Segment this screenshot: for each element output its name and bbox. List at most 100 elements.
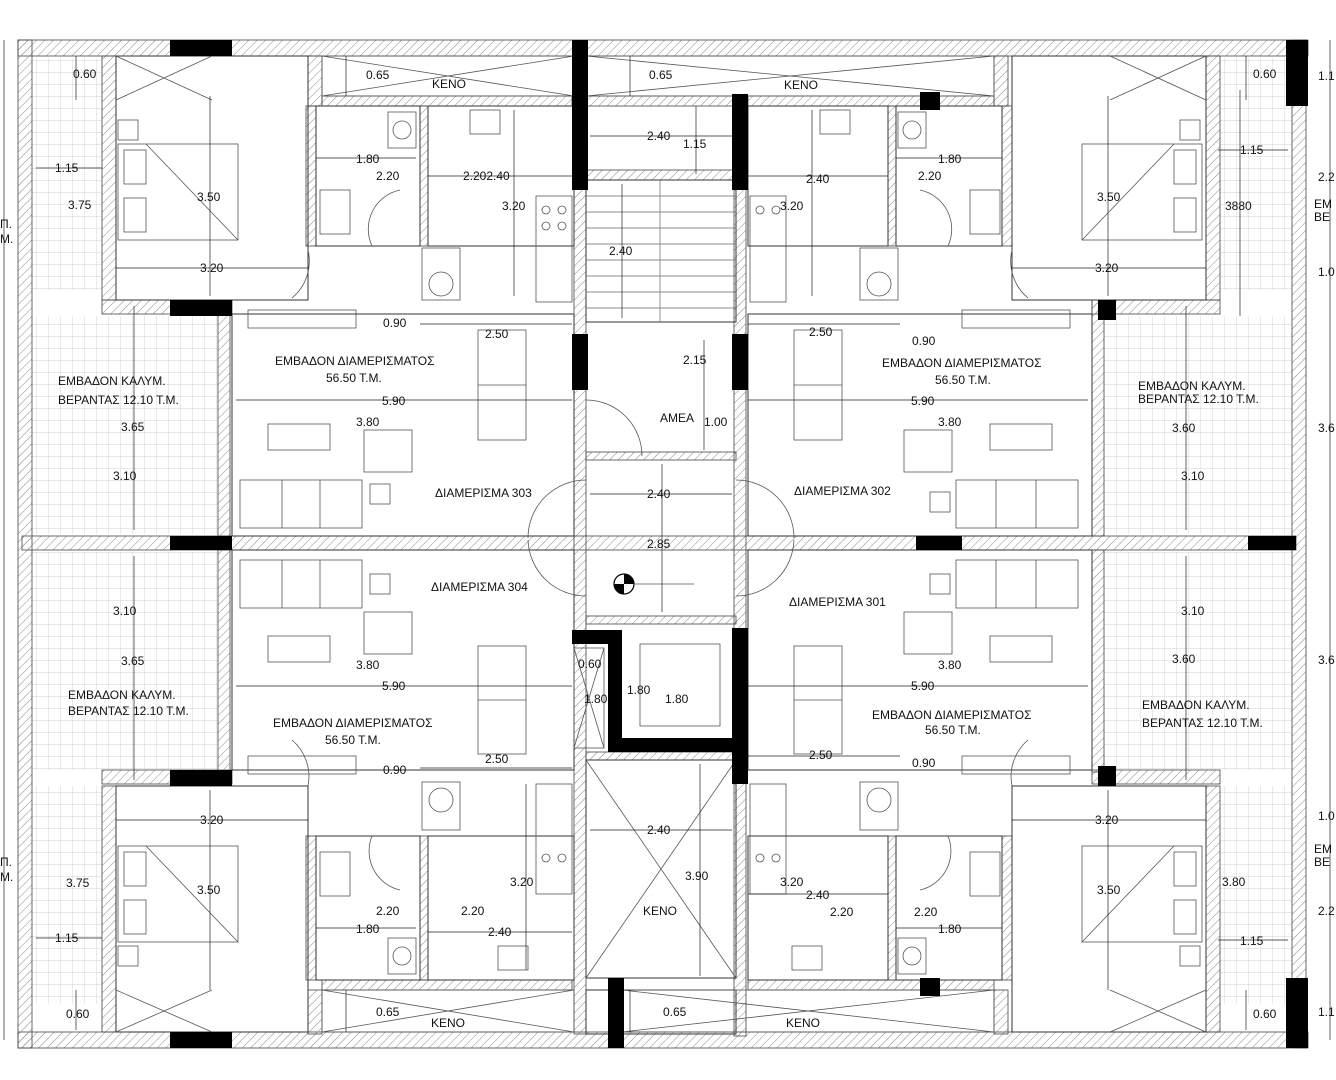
area-value-302: 56.50 Τ.Μ.	[935, 373, 991, 387]
dim: 3.20	[200, 813, 224, 827]
dim: 0.65	[663, 1005, 687, 1019]
dim: 2.20	[376, 169, 400, 183]
dim: 2.40	[609, 244, 633, 258]
dim: 3.20	[780, 875, 804, 889]
dim: 2.40	[647, 823, 671, 837]
area-label-301: ΕΜΒΑΔΟΝ ΔΙΑΜΕΡΙΣΜΑΤΟΣ	[872, 708, 1032, 722]
label-apt-304: ΔΙΑΜΕΡΙΣΜΑ 304	[431, 580, 528, 594]
dim: 3.10	[1181, 469, 1205, 483]
dim: 1.80	[584, 692, 608, 706]
dim: 0.65	[376, 1005, 400, 1019]
dim: 0.60	[578, 657, 602, 671]
dim: 2.20	[830, 905, 854, 919]
dim: 0.60	[66, 1007, 90, 1021]
dim: 1.80	[938, 922, 962, 936]
dimension-values: 0.60 1.15 3.75 3.50 3.20 0.65 1.80 2.20 …	[55, 67, 1335, 1021]
dim: 1.15	[55, 931, 79, 945]
dim: 3.20	[1095, 813, 1119, 827]
dim: 5.90	[382, 394, 406, 408]
dim: 1.15	[1240, 143, 1264, 157]
area-value-304: 56.50 Τ.Μ.	[325, 733, 381, 747]
cut-left-bot-2: Μ.	[0, 870, 13, 884]
dim: 2.50	[809, 325, 833, 339]
living-furniture	[239, 309, 1079, 775]
dim: 1.15	[55, 161, 79, 175]
label-apt-301: ΔΙΑΜΕΡΙΣΜΑ 301	[789, 595, 886, 609]
dim: 3.6	[1318, 653, 1335, 667]
dim: 3.80	[938, 415, 962, 429]
label-apt-303: ΔΙΑΜΕΡΙΣΜΑ 303	[435, 486, 532, 500]
void-nw: ΚΕΝΟ	[432, 77, 466, 91]
cut-left-top-1: Π.	[0, 217, 12, 231]
dim: 1.15	[1240, 934, 1264, 948]
dim: 2.15	[683, 353, 707, 367]
dim: 3.80	[938, 658, 962, 672]
dim: 2.20	[461, 904, 485, 918]
veranda-value-se: ΒΕΡΑΝΤΑΣ 12.10 Τ.Μ.	[1142, 716, 1263, 730]
dim: 2.50	[485, 327, 509, 341]
dim: 2.50	[809, 748, 833, 762]
dim: 3.10	[1181, 604, 1205, 618]
veranda-value-ne: ΒΕΡΑΝΤΑΣ 12.10 Τ.Μ.	[1138, 392, 1259, 406]
dim: 3.6	[1318, 421, 1335, 435]
area-label-304: ΕΜΒΑΔΟΝ ΔΙΑΜΕΡΙΣΜΑΤΟΣ	[273, 716, 433, 730]
structural-columns	[170, 40, 1308, 1048]
area-value-303: 56.50 Τ.Μ.	[326, 371, 382, 385]
dim: 3.65	[121, 654, 145, 668]
cut-left-top-2: Μ.	[0, 232, 13, 246]
label-apt-302: ΔΙΑΜΕΡΙΣΜΑ 302	[794, 484, 891, 498]
dim: 3.80	[1222, 875, 1246, 889]
cut-right-bot-2: ΒΕ	[1314, 855, 1330, 869]
dim: 1.00	[704, 415, 728, 429]
dim: 1.0	[1318, 809, 1335, 823]
cut-right-top-2: ΒΕ	[1314, 210, 1330, 224]
bedroom-furniture	[117, 119, 1203, 967]
dim: 2.20	[914, 905, 938, 919]
dim: 2.40	[806, 172, 830, 186]
dim: 2.40	[647, 487, 671, 501]
dim: 0.90	[383, 316, 407, 330]
dim: 2.85	[647, 537, 671, 551]
dim: 2.202.40	[463, 169, 510, 183]
dim: 0.90	[912, 334, 936, 348]
hatched-walls	[17, 39, 1309, 1049]
dim: 3.50	[197, 883, 221, 897]
cut-left-bot-1: Π.	[0, 855, 12, 869]
area-label-303: ΕΜΒΑΔΟΝ ΔΙΑΜΕΡΙΣΜΑΤΟΣ	[275, 354, 435, 368]
area-value-301: 56.50 Τ.Μ.	[925, 723, 981, 737]
dim: 1.15	[683, 137, 707, 151]
dim: 3.60	[1172, 421, 1196, 435]
dim: 0.60	[1253, 1007, 1277, 1021]
dim: 0.90	[912, 756, 936, 770]
elevator-shaft	[572, 630, 732, 752]
dim: 3.75	[68, 198, 92, 212]
dim: 1.80	[938, 152, 962, 166]
door-swings	[291, 189, 1029, 891]
dim: 3.65	[121, 420, 145, 434]
dim: 3880	[1225, 199, 1252, 213]
dim: 3.75	[66, 876, 90, 890]
dim: 1.80	[356, 152, 380, 166]
dim: 3.20	[1095, 261, 1119, 275]
veranda-label-nw: ΕΜΒΑΔΟΝ ΚΑΛΥΜ.	[58, 374, 166, 388]
bathroom-fixtures	[319, 109, 1001, 975]
dim: 2.20	[918, 169, 942, 183]
cut-right-top-1: ΕΜ	[1314, 197, 1332, 211]
dim: 1.1	[1318, 69, 1335, 83]
void-sw: ΚΕΝΟ	[431, 1016, 465, 1030]
void-shaft: ΚΕΝΟ	[643, 904, 677, 918]
dim: 1.80	[627, 683, 651, 697]
dim: 2.40	[647, 129, 671, 143]
dim: 2.2	[1318, 170, 1335, 184]
dim: 2.40	[806, 888, 830, 902]
veranda-label-sw: ΕΜΒΑΔΟΝ ΚΑΛΥΜ.	[68, 688, 176, 702]
dim: 3.20	[780, 199, 804, 213]
dim: 3.10	[113, 469, 137, 483]
void-ne: ΚΕΝΟ	[784, 78, 818, 92]
dim: 5.90	[911, 679, 935, 693]
veranda-value-sw: ΒΕΡΑΝΤΑΣ 12.10 Τ.Μ.	[68, 704, 189, 718]
dim: 3.80	[356, 658, 380, 672]
dim: 3.90	[685, 869, 709, 883]
dim: 0.65	[366, 68, 390, 82]
level-marker-icon	[613, 573, 694, 595]
